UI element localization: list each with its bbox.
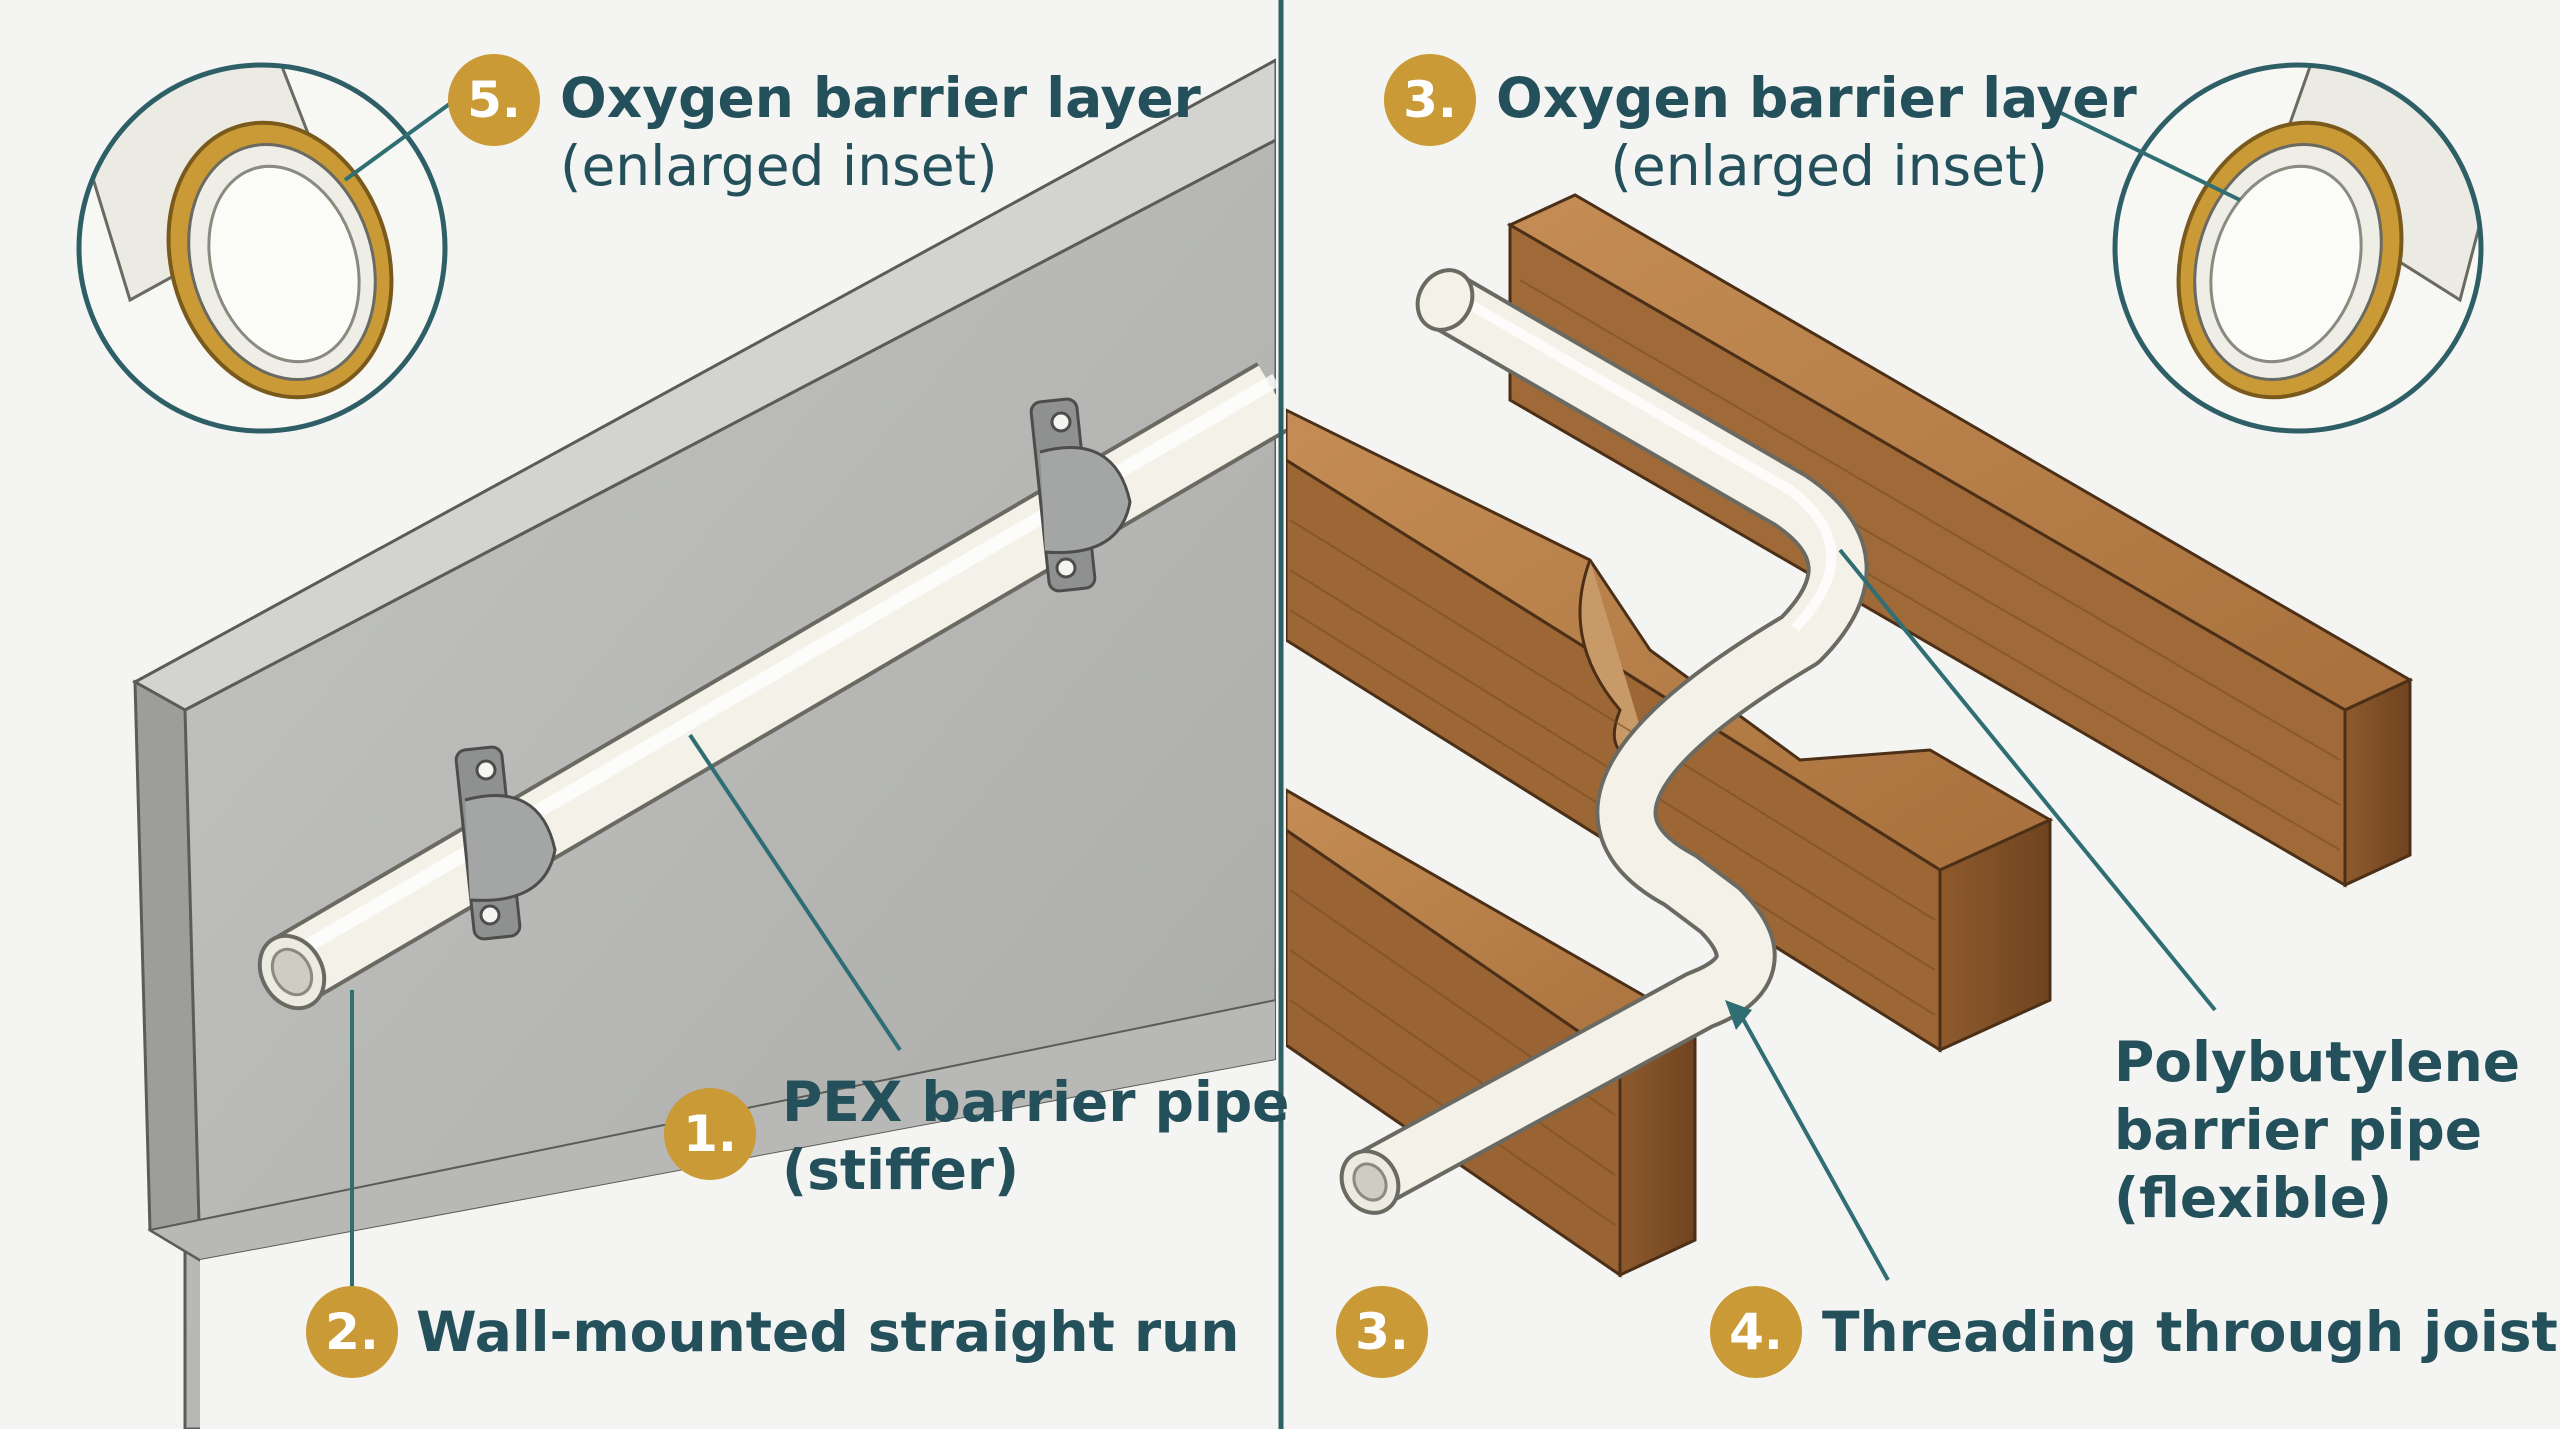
- pex-line2: (stiffer): [782, 1138, 1020, 1202]
- right-inset: [2112, 62, 2484, 434]
- right-inset-title: Oxygen barrier layer: [1496, 66, 2137, 130]
- badge-5: 5.: [448, 54, 540, 146]
- arrow-head: [1725, 1000, 1752, 1030]
- polybutylene-line2: barrier pipe: [2114, 1098, 2483, 1162]
- right-inset-subtitle: (enlarged inset): [1610, 134, 2048, 198]
- left-inset: [76, 62, 448, 434]
- pipe-clamp: [1029, 397, 1132, 593]
- polybutylene-label: Polybutylene barrier pipe (flexible): [2114, 1028, 2520, 1232]
- concrete-wall: [131, 58, 1276, 1429]
- wall-run-label: Wall-mounted straight run: [416, 1298, 1239, 1366]
- threading-text: Threading through joists: [1822, 1300, 2560, 1364]
- threading-label: Threading through joists: [1822, 1298, 2560, 1366]
- badge-4: 4.: [1710, 1286, 1802, 1378]
- badge-2: 2.: [306, 1286, 398, 1378]
- wall-run-text: Wall-mounted straight run: [416, 1300, 1240, 1364]
- pipe-clamp: [454, 745, 557, 941]
- badge-3-bottom: 3.: [1336, 1286, 1428, 1378]
- leader-lines: [343, 98, 2241, 1290]
- left-inset-title: Oxygen barrier layer: [560, 66, 1201, 130]
- polybutylene-pipe: [1339, 268, 1869, 1215]
- left-inset-label: Oxygen barrier layer (enlarged inset): [560, 64, 1201, 200]
- pex-label: PEX barrier pipe (stiffer): [782, 1068, 1290, 1204]
- wood-joists: [1286, 193, 2414, 1278]
- polybutylene-line1: Polybutylene: [2114, 1030, 2521, 1094]
- badge-3-top: 3.: [1384, 54, 1476, 146]
- right-inset-label: Oxygen barrier layer (enlarged inset): [1496, 64, 2137, 200]
- badge-1: 1.: [664, 1088, 756, 1180]
- pex-line1: PEX barrier pipe: [782, 1070, 1290, 1134]
- polybutylene-line3: (flexible): [2114, 1166, 2393, 1230]
- left-inset-subtitle: (enlarged inset): [560, 134, 998, 198]
